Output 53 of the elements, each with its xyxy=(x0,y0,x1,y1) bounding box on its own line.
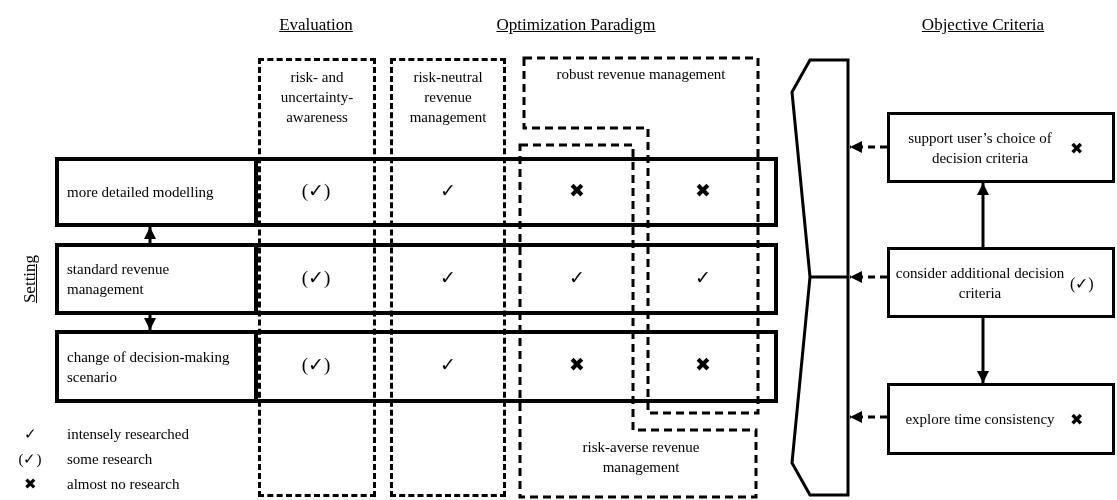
rating-symbol: ✓ xyxy=(568,267,586,289)
criteria-box xyxy=(887,247,1115,318)
row-label: more detailed modelling xyxy=(67,183,215,202)
dashed-region xyxy=(524,58,758,413)
dashed-column xyxy=(258,58,376,497)
rating-symbol: (✓) xyxy=(300,180,332,202)
section-heading: Optimization Paradigm xyxy=(495,14,657,36)
section-heading: Objective Criteria xyxy=(920,14,1046,36)
column-heading: risk- and uncertainty-awareness xyxy=(279,68,355,127)
row-label: change of decision-making scenario xyxy=(67,347,231,387)
section-heading: Setting xyxy=(19,254,40,304)
criteria-text: explore time consistency xyxy=(904,410,1056,429)
criteria-box xyxy=(887,112,1115,183)
rating-symbol: ✖ xyxy=(694,354,712,376)
arrow xyxy=(850,271,887,283)
criteria-box xyxy=(887,383,1115,455)
arrow xyxy=(850,411,887,423)
arrow xyxy=(144,227,156,243)
rating-symbol: ✖ xyxy=(568,180,586,202)
rating-symbol: ✓ xyxy=(439,267,457,289)
rating-symbol: ✓ xyxy=(694,267,712,289)
column-heading: robust revenue management xyxy=(555,65,727,84)
legend-text: intensely researched xyxy=(67,425,190,444)
criteria-text: consider additional decision criteria xyxy=(894,263,1066,303)
rating-symbol: (✓) xyxy=(1070,273,1094,292)
rating-symbol: ✖ xyxy=(1070,138,1083,157)
rating-symbol: (✓) xyxy=(300,267,332,289)
arrow xyxy=(977,183,989,247)
rating-symbol: (✓) xyxy=(17,450,43,469)
rating-symbol: ✖ xyxy=(568,354,586,376)
rating-symbol: ✖ xyxy=(22,475,38,494)
legend-text: some research xyxy=(67,450,153,469)
bracket-shape xyxy=(790,58,850,497)
rating-symbol: (✓) xyxy=(300,354,332,376)
criteria-text: support user’s choice of decision criteria xyxy=(907,128,1053,168)
arrow xyxy=(977,318,989,383)
setting-row xyxy=(55,330,778,403)
dashed-region xyxy=(520,145,756,497)
column-heading: risk-averse revenue management xyxy=(581,438,701,477)
setting-row xyxy=(55,157,778,227)
arrow xyxy=(850,141,887,153)
arrow xyxy=(144,315,156,330)
row-label: standard revenue management xyxy=(67,260,171,299)
rating-symbol: ✖ xyxy=(694,180,712,202)
rating-symbol: ✖ xyxy=(1070,409,1083,429)
legend-text: almost no research xyxy=(67,475,180,494)
setting-row xyxy=(55,243,778,315)
column-heading: risk-neutral revenue management xyxy=(408,68,488,127)
rating-symbol: ✓ xyxy=(439,354,457,376)
dashed-column xyxy=(390,58,506,497)
rating-symbol: ✓ xyxy=(22,425,38,444)
rating-symbol: ✓ xyxy=(439,180,457,202)
section-heading: Evaluation xyxy=(278,14,354,36)
